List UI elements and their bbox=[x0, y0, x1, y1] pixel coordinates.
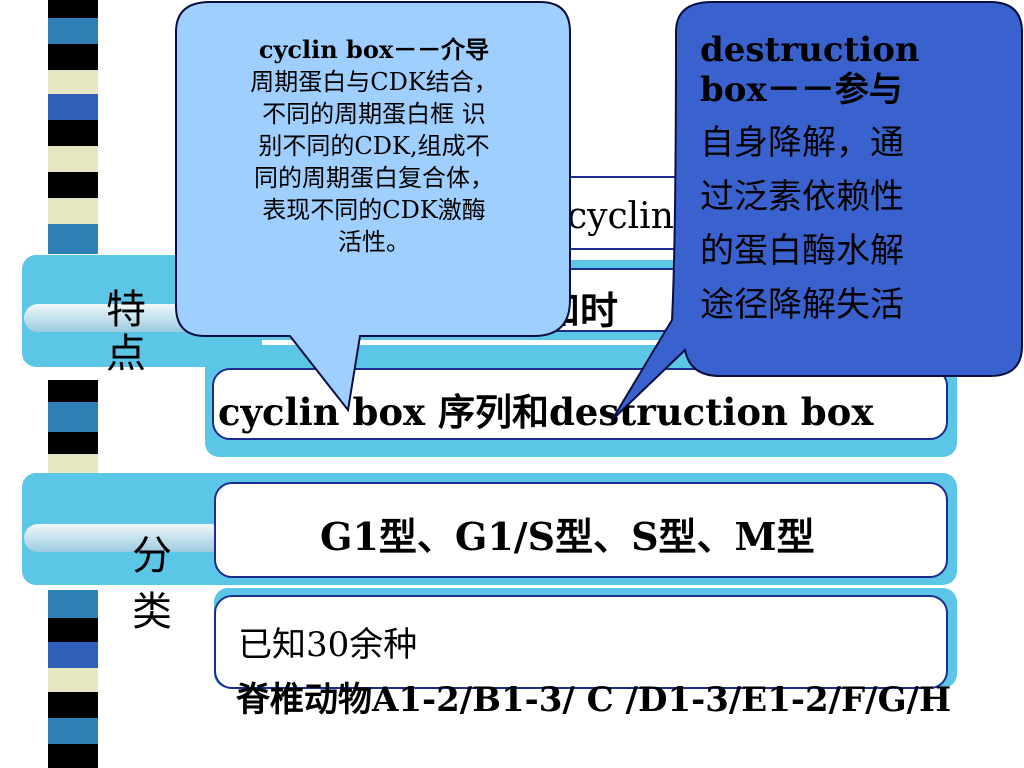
decorative-stripe-column bbox=[0, 0, 118, 768]
classification-known-box: 已知30余种 bbox=[214, 595, 948, 689]
destruction-box-callout-path bbox=[611, 1, 1023, 421]
destruction-callout-line: 的蛋白酶水解 bbox=[700, 231, 904, 271]
cyclin-callout-line: 别不同的CDK,组成不 bbox=[258, 132, 490, 160]
classification-pill bbox=[24, 524, 224, 552]
features-label: 特点 bbox=[106, 288, 154, 376]
destruction-callout-line: 自身降解，通 bbox=[700, 123, 904, 163]
classification-known-line1: 已知30余种 bbox=[238, 625, 418, 665]
cyclin-callout-line: cyclin box－－介导 bbox=[258, 35, 490, 64]
features-label-text: 特点 bbox=[106, 287, 146, 377]
cyclin-box-callout-path bbox=[175, 1, 571, 413]
cyclin-callout-line: 表现不同的CDK激酶 bbox=[262, 196, 486, 224]
destruction-callout-line: 过泛素依赖性 bbox=[700, 177, 904, 217]
cyclin-callout-line: 不同的周期蛋白框 识 bbox=[262, 100, 486, 128]
destruction-box-callout-text: destruction box－－参与 自身降解，通 过泛素依赖性 的蛋白酶水解… bbox=[700, 30, 1000, 332]
cyclin-callout-line: 活性。 bbox=[338, 228, 410, 256]
classification-types-box: G1型、G1/S型、S型、M型 bbox=[214, 482, 948, 578]
feature-sequence-text: cyclin box 序列和destruction box bbox=[218, 390, 874, 434]
destruction-callout-line: destruction bbox=[700, 30, 920, 70]
cyclin-box-callout-text: cyclin box－－介导 周期蛋白与CDK结合， 不同的周期蛋白框 识 别不… bbox=[186, 34, 562, 258]
cyclin-callout-line: 同的周期蛋白复合体， bbox=[254, 164, 494, 192]
destruction-callout-line: box－－参与 bbox=[700, 70, 903, 110]
classification-types-text: G1型、G1/S型、S型、M型 bbox=[320, 514, 815, 559]
classification-label: 分类 bbox=[132, 528, 180, 640]
cyclin-callout-line: 周期蛋白与CDK结合， bbox=[250, 68, 498, 96]
destruction-callout-line: 途径降解失活 bbox=[700, 285, 904, 325]
feature-box-sequence: cyclin box 序列和destruction box bbox=[212, 368, 948, 440]
classification-label-text: 分类 bbox=[132, 533, 172, 635]
feature-box-top-text: cyclin bbox=[567, 196, 674, 237]
classification-known-line2: 脊椎动物A1-2/B1-3/ C /D1-3/E1-2/F/G/H bbox=[236, 680, 952, 720]
